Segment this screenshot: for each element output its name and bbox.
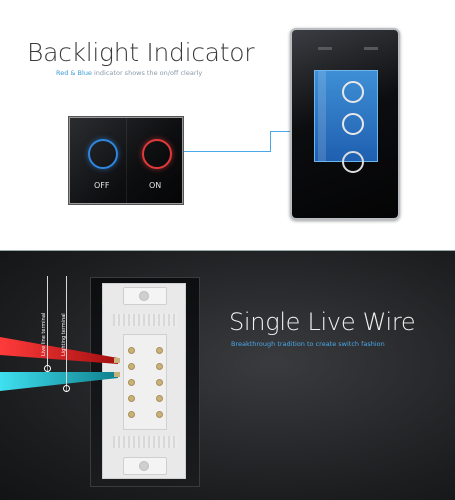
backlight-section: Backlight Indicator Red & Blue indicator… xyxy=(27,28,400,220)
panel-slot-right xyxy=(364,47,378,50)
screw-hole-top-icon xyxy=(139,291,149,301)
lighting-wire-tip xyxy=(114,372,120,377)
switch-back-module xyxy=(102,283,186,479)
terminal-screw-icon xyxy=(128,411,135,418)
wires-illustration xyxy=(0,337,120,391)
touch-ring-1-icon xyxy=(342,81,364,103)
lighting-wire xyxy=(0,372,118,391)
terminal-screw-icon xyxy=(156,379,163,386)
live-terminal-pointer xyxy=(47,276,48,371)
live-wire xyxy=(0,337,118,364)
lighting-terminal-pointer xyxy=(66,276,67,392)
subtitle-rest: indicator shows the on/off clearly xyxy=(91,69,203,77)
backlight-subtitle: Red & Blue indicator shows the on/off cl… xyxy=(56,69,202,77)
lighting-terminal-label: Lighting terminal xyxy=(61,313,67,356)
live-wire-tip xyxy=(114,358,120,363)
single-live-wire-title: Single Live Wire xyxy=(229,308,416,336)
single-live-wire-section: Live line terminal Lighting terminal xyxy=(0,250,455,500)
three-gang-switch-panel xyxy=(290,28,400,220)
vent-grid-bottom xyxy=(113,436,177,448)
terminal-screw-icon xyxy=(128,379,135,386)
subtitle-highlight: Red & Blue xyxy=(56,69,92,77)
backlight-title: Backlight Indicator xyxy=(27,38,255,67)
single-live-wire-subtitle: Breakthrough tradition to create switch … xyxy=(231,340,385,348)
off-indicator-ring-icon xyxy=(88,139,118,169)
off-label: OFF xyxy=(94,181,110,190)
connector-line-vertical xyxy=(270,131,271,152)
vent-grid-top xyxy=(113,314,177,326)
lighting-terminal-dot-icon xyxy=(63,385,70,392)
terminal-screw-icon xyxy=(156,347,163,354)
terminal-screw-icon xyxy=(156,363,163,370)
terminal-screw-icon xyxy=(156,411,163,418)
on-label: ON xyxy=(149,181,162,190)
live-terminal-label: Live line terminal xyxy=(41,312,47,356)
panel-divider xyxy=(126,117,127,204)
glass-reflection xyxy=(318,71,326,161)
terminal-screw-icon xyxy=(156,395,163,402)
two-gang-switch-panel: OFF ON xyxy=(68,116,184,205)
terminal-block xyxy=(123,334,167,430)
touch-ring-3-icon xyxy=(342,151,364,173)
live-terminal-dot-icon xyxy=(44,365,51,372)
terminal-screw-icon xyxy=(128,363,135,370)
screw-hole-bottom-icon xyxy=(139,461,149,471)
panel-slot-left xyxy=(318,47,332,50)
connector-line xyxy=(184,151,270,152)
terminal-screw-icon xyxy=(128,395,135,402)
on-indicator-ring-icon xyxy=(142,139,172,169)
terminal-screw-icon xyxy=(128,347,135,354)
touch-ring-2-icon xyxy=(342,113,364,135)
